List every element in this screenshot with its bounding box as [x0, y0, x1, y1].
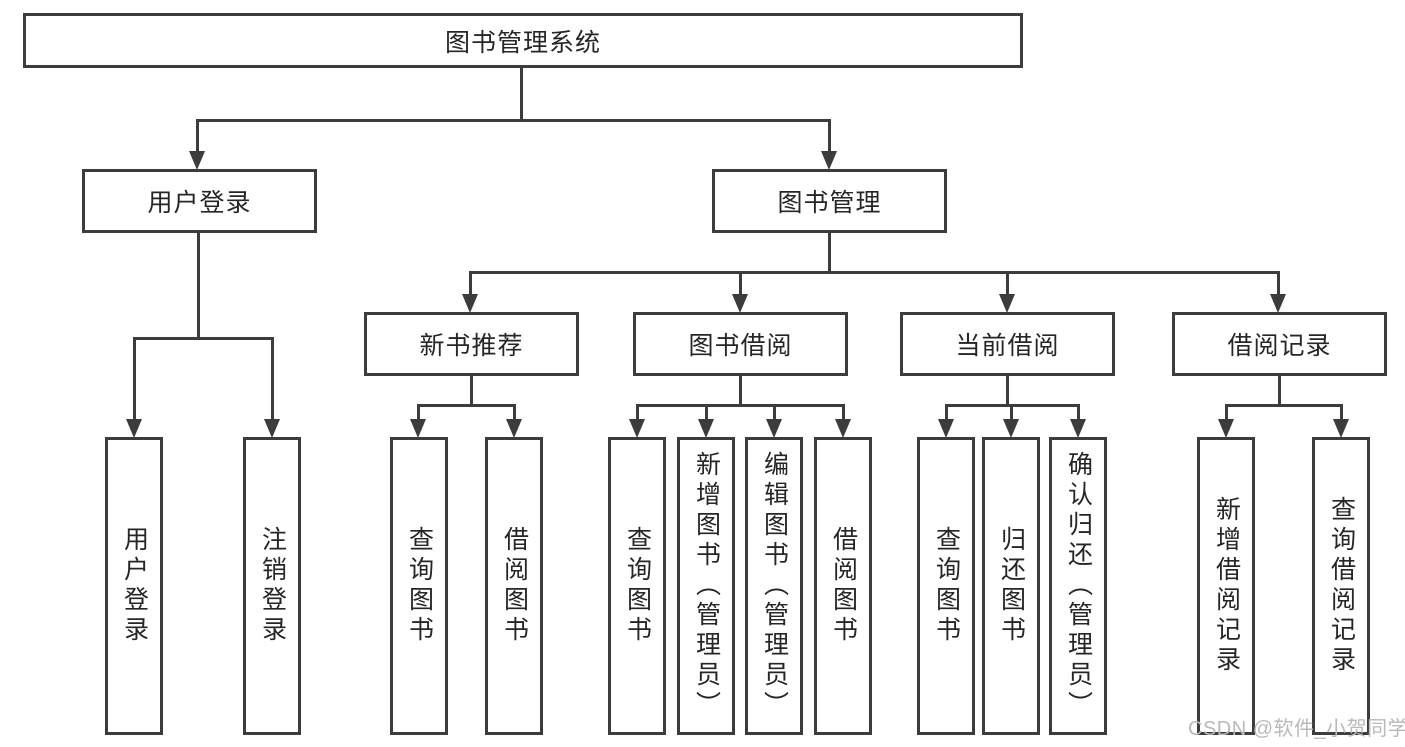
- connector-borrow-records-drop-2: [1340, 404, 1343, 420]
- leaf-logout: 注销登录: [243, 437, 301, 735]
- connector-borrow-records-branch: [1225, 404, 1343, 407]
- leaf-add-borrow-record: 新增借阅记录: [1197, 437, 1255, 735]
- arrow-to-leaf-logout: [264, 419, 280, 438]
- arrow-to-leaf-borrow-books-2: [835, 419, 851, 438]
- connector-user-login-drop-right: [271, 337, 274, 420]
- arrow-to-leaf-add-borrow-record: [1218, 419, 1234, 438]
- arrow-to-leaf-return-book: [1003, 419, 1019, 438]
- connector-book-mgmt-stem: [828, 233, 831, 271]
- node-book-management-label: 图书管理: [777, 189, 882, 217]
- leaf-borrow-books-1-label: 借阅图书: [500, 526, 529, 646]
- node-borrow-records-label: 借阅记录: [1227, 332, 1332, 360]
- connector-new-book-drop-1: [417, 404, 420, 420]
- csdn-watermark: CSDN @软件_小贺同学: [1188, 718, 1405, 740]
- connector-book-mgmt-drop-1: [469, 271, 472, 295]
- connector-book-mgmt-drop-4: [1277, 271, 1280, 295]
- leaf-return-book-label: 归还图书: [997, 526, 1026, 646]
- connector-user-login-branch: [133, 337, 274, 340]
- connector-book-borrow-drop-4: [842, 404, 845, 420]
- arrow-to-leaf-query-books-3: [938, 419, 954, 438]
- connector-new-book-stem: [470, 376, 473, 404]
- leaf-query-books-1-label: 查询图书: [405, 526, 434, 646]
- connector-current-borrow-drop-3: [1077, 404, 1080, 420]
- leaf-user-login-label: 用户登录: [120, 526, 149, 646]
- arrow-to-leaf-query-books-1: [410, 419, 426, 438]
- node-new-book-recommend-label: 新书推荐: [419, 332, 524, 360]
- leaf-return-book: 归还图书: [982, 437, 1040, 735]
- arrow-to-current-borrowing: [999, 294, 1015, 313]
- arrow-to-book-management: [821, 151, 837, 170]
- leaf-confirm-return-admin-label: 确认归还（管理员）: [1064, 451, 1093, 721]
- node-new-book-recommend: 新书推荐: [364, 312, 579, 376]
- connector-book-borrow-stem: [739, 376, 742, 404]
- connector-current-borrow-drop-2: [1010, 404, 1013, 420]
- node-library-system: 图书管理系统: [23, 13, 1023, 68]
- leaf-add-borrow-record-label: 新增借阅记录: [1212, 496, 1241, 676]
- leaf-logout-label: 注销登录: [258, 526, 287, 646]
- node-user-login: 用户登录: [82, 169, 317, 233]
- connector-root-drop-right: [828, 119, 831, 152]
- arrow-to-borrow-records: [1270, 294, 1286, 313]
- connector-book-borrow-drop-2: [705, 404, 708, 420]
- node-user-login-label: 用户登录: [147, 189, 252, 217]
- arrow-to-user-login: [189, 151, 205, 170]
- connector-book-mgmt-drop-3: [1006, 271, 1009, 295]
- leaf-query-books-2-label: 查询图书: [623, 526, 652, 646]
- leaf-query-borrow-record-label: 查询借阅记录: [1327, 496, 1356, 676]
- leaf-query-books-3: 查询图书: [917, 437, 975, 735]
- connector-book-mgmt-branch: [470, 271, 1280, 274]
- arrow-to-leaf-confirm-return: [1070, 419, 1086, 438]
- arrow-to-leaf-borrow-books-1: [506, 419, 522, 438]
- arrow-to-leaf-query-books-2: [629, 419, 645, 438]
- connector-user-login-drop-left: [133, 337, 136, 420]
- leaf-borrow-books-2: 借阅图书: [814, 437, 872, 735]
- arrow-to-leaf-query-borrow-record: [1333, 419, 1349, 438]
- leaf-confirm-return-admin: 确认归还（管理员）: [1049, 437, 1107, 735]
- leaf-user-login: 用户登录: [105, 437, 163, 735]
- leaf-borrow-books-1: 借阅图书: [485, 437, 543, 735]
- connector-new-book-drop-2: [513, 404, 516, 420]
- connector-current-borrow-drop-1: [945, 404, 948, 420]
- leaf-query-borrow-record: 查询借阅记录: [1312, 437, 1370, 735]
- leaf-query-books-3-label: 查询图书: [932, 526, 961, 646]
- arrow-to-leaf-add-book: [698, 419, 714, 438]
- connector-current-borrow-stem: [1006, 376, 1009, 404]
- connector-new-book-branch: [417, 404, 516, 407]
- leaf-borrow-books-2-label: 借阅图书: [829, 526, 858, 646]
- leaf-query-books-1: 查询图书: [390, 437, 448, 735]
- leaf-add-book-admin: 新增图书（管理员）: [677, 437, 735, 735]
- leaf-edit-book-admin: 编辑图书（管理员）: [745, 437, 803, 735]
- arrow-to-new-book-recommend: [462, 294, 478, 313]
- node-book-management: 图书管理: [712, 169, 947, 233]
- connector-user-login-stem: [197, 233, 200, 337]
- connector-book-mgmt-drop-2: [739, 271, 742, 295]
- leaf-query-books-2: 查询图书: [608, 437, 666, 735]
- connector-root-drop-left: [196, 119, 199, 152]
- arrow-to-book-borrowing: [732, 294, 748, 313]
- connector-book-borrow-drop-3: [773, 404, 776, 420]
- connector-borrow-records-stem: [1278, 376, 1281, 404]
- arrow-to-leaf-user-login: [126, 419, 142, 438]
- node-current-borrowing: 当前借阅: [900, 312, 1115, 376]
- arrow-to-leaf-edit-book: [766, 419, 782, 438]
- connector-root-branch: [197, 119, 831, 122]
- connector-book-borrow-branch: [636, 404, 845, 407]
- node-library-system-label: 图书管理系统: [444, 28, 601, 57]
- connector-borrow-records-drop-1: [1225, 404, 1228, 420]
- node-borrow-records: 借阅记录: [1172, 312, 1387, 376]
- node-book-borrowing: 图书借阅: [633, 312, 848, 376]
- connector-book-borrow-drop-1: [636, 404, 639, 420]
- node-current-borrowing-label: 当前借阅: [955, 332, 1060, 360]
- connector-root-stem: [520, 68, 523, 119]
- node-book-borrowing-label: 图书借阅: [688, 332, 793, 360]
- leaf-add-book-admin-label: 新增图书（管理员）: [692, 451, 721, 721]
- leaf-edit-book-admin-label: 编辑图书（管理员）: [760, 451, 789, 721]
